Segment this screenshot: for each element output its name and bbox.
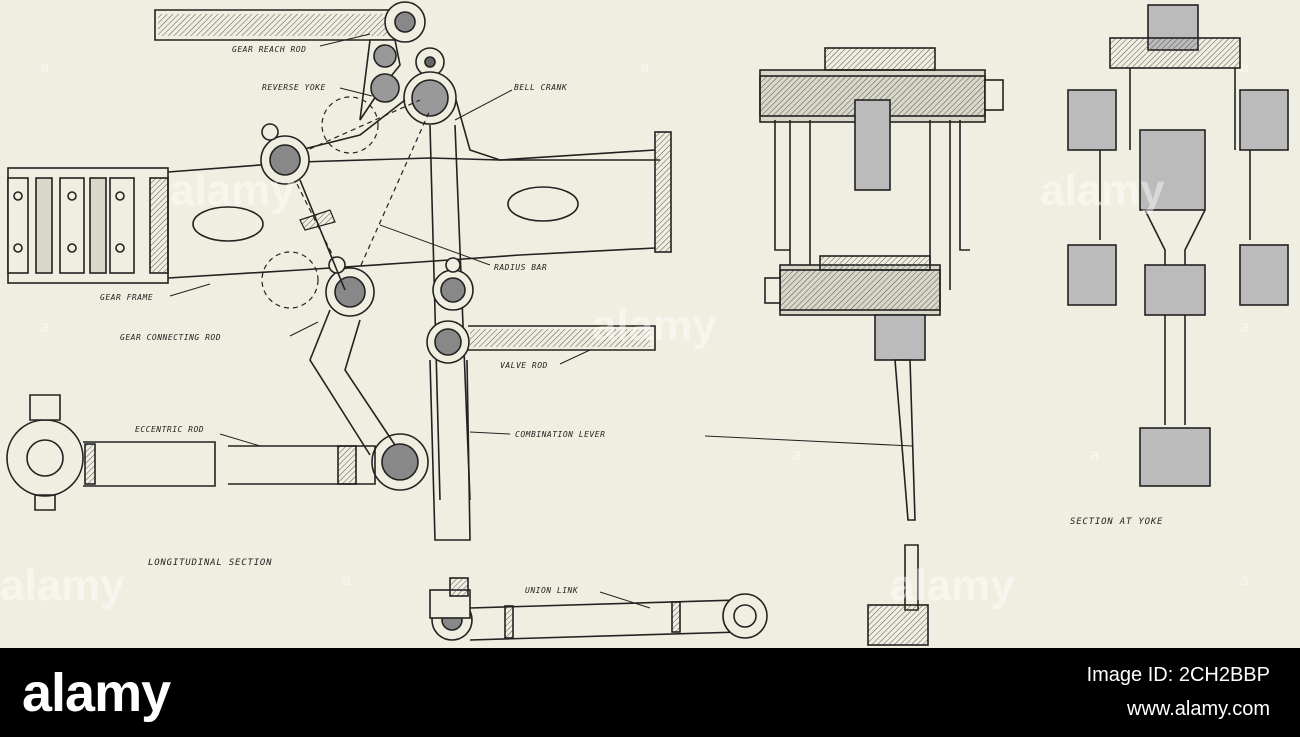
eccentric-rod-part [6, 394, 376, 511]
watermark-layer: alamy alamy alamy alamy alamy a a a a a … [0, 59, 1249, 610]
watermark-mark: a [1240, 319, 1249, 336]
watermark: alamy [592, 301, 717, 350]
gear-reach-rod-part [154, 1, 426, 43]
watermark-mark: a [40, 59, 49, 76]
longitudinal-section-drawing [6, 1, 913, 641]
valve-gear-diagram: GEAR REACH ROD REVERSE YOKE BELL CRANK R… [0, 1, 1289, 646]
middle-section-drawing [759, 47, 1004, 646]
watermark-mark: a [640, 59, 649, 76]
section-at-yoke-drawing [1067, 4, 1289, 487]
label-longitudinal-section: LONGITUDINAL SECTION [148, 558, 272, 568]
watermark-mark: a [40, 319, 49, 336]
watermark-mark: a [342, 572, 351, 589]
alamy-logo[interactable]: alamy [22, 663, 171, 723]
watermark: alamy [1040, 166, 1165, 215]
label-eccentric-rod: ECCENTRIC ROD [135, 425, 204, 434]
label-gear-reach-rod: GEAR REACH ROD [232, 45, 306, 54]
label-combination-lever: COMBINATION LEVER [515, 430, 605, 439]
engineering-drawing: GEAR REACH ROD REVERSE YOKE BELL CRANK R… [0, 0, 1300, 648]
label-section-at-yoke: SECTION AT YOKE [1070, 517, 1163, 527]
diagram-labels: GEAR REACH ROD REVERSE YOKE BELL CRANK R… [100, 45, 1163, 595]
site-url-link[interactable]: www.alamy.com [1127, 698, 1270, 720]
watermark-mark: a [1240, 572, 1249, 589]
label-radius-bar: RADIUS BAR [494, 263, 547, 272]
label-bell-crank: BELL CRANK [514, 83, 568, 92]
watermark: alamy [170, 166, 295, 215]
label-union-link: UNION LINK [525, 586, 579, 595]
reverse-yoke-part [359, 39, 401, 121]
watermark: alamy [890, 561, 1015, 610]
label-valve-rod: VALVE ROD [500, 361, 548, 370]
label-reverse-yoke: REVERSE YOKE [262, 83, 326, 92]
watermark-mark: a [1090, 447, 1099, 464]
footer-bar: alamy Image ID: 2CH2BBP www.alamy.com [0, 648, 1300, 737]
watermark-mark: a [792, 447, 801, 464]
valve-rod-part [468, 325, 656, 351]
label-gear-connecting-rod: GEAR CONNECTING ROD [120, 333, 221, 342]
pivot-pins [260, 123, 474, 491]
watermark-mark: a [1240, 59, 1249, 76]
gear-frame-part [7, 131, 672, 284]
watermark: alamy [0, 561, 125, 610]
image-id-text: Image ID: 2CH2BBP [1086, 664, 1270, 686]
label-gear-frame: GEAR FRAME [100, 293, 153, 302]
union-link-part [429, 577, 768, 641]
